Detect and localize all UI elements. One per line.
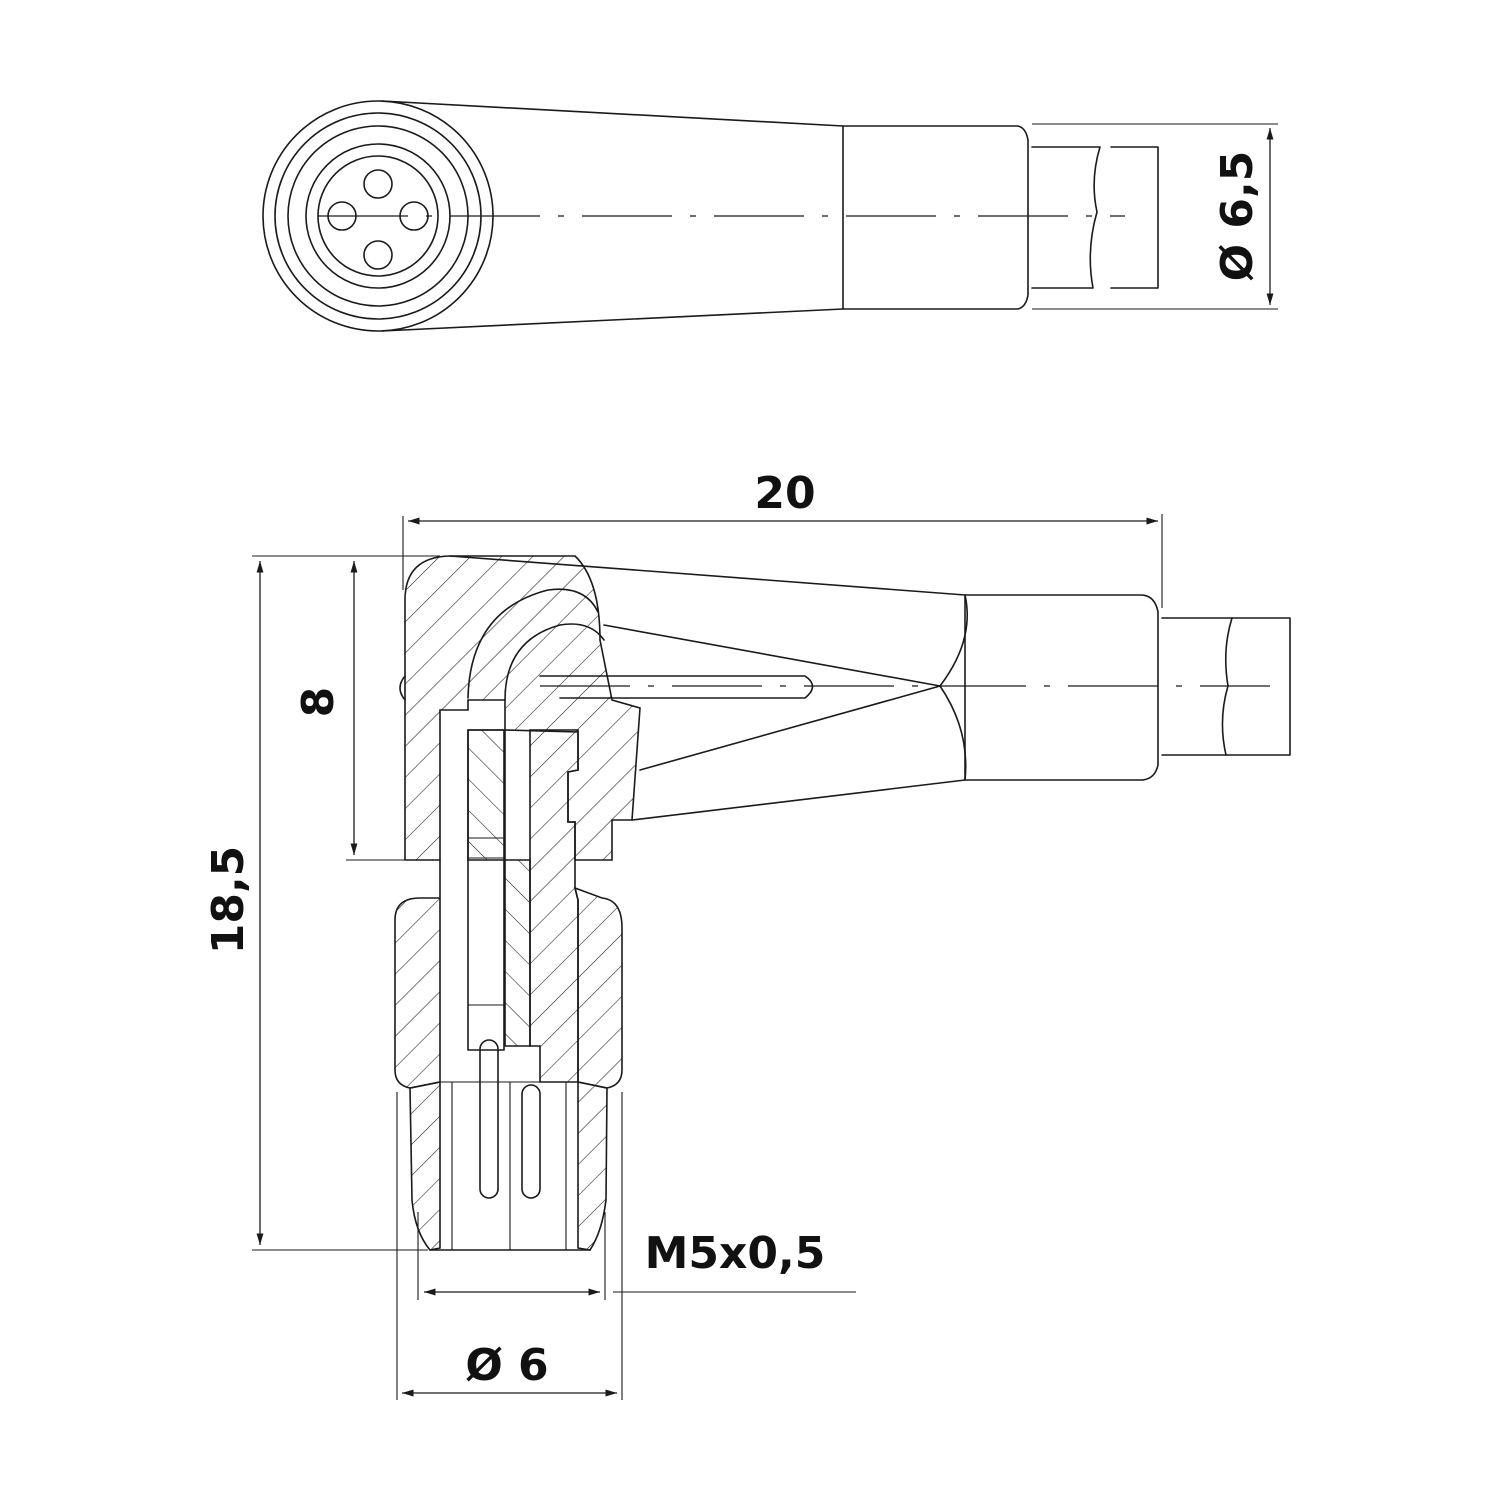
pin-hole-top	[363, 169, 393, 199]
housing-notch	[399, 675, 406, 701]
pin-hole-bottom	[363, 240, 393, 270]
top-view-cable-end	[1110, 146, 1159, 289]
label-thread: M5x0,5	[645, 1228, 826, 1279]
label-cable-diameter: Ø 6,5	[1212, 151, 1263, 282]
contact-carrier	[467, 729, 531, 1047]
thread-tip-right	[577, 1081, 608, 1251]
inner-funnel-top	[603, 624, 941, 687]
thread-tip-left	[409, 1081, 441, 1251]
label-overall-height: 18,5	[203, 846, 254, 955]
inner-funnel-bottom	[639, 685, 941, 771]
section-view: 20 18,5 8 M5x0,5 Ø 6	[203, 468, 1291, 1400]
top-view-body	[381, 100, 1029, 332]
coupling-sleeve-left	[394, 860, 441, 1089]
label-body-diameter: Ø 6	[465, 1340, 548, 1391]
coupling-sleeve-right	[573, 886, 623, 1089]
side-body-seam-curve	[939, 594, 968, 781]
contact-pin	[467, 729, 505, 1051]
wire-bend-inner	[504, 623, 605, 701]
top-view: Ø 6,5	[262, 100, 1278, 332]
side-body-outline	[449, 555, 1159, 821]
socket-contact-2	[521, 1084, 541, 1199]
housing-head-section	[404, 555, 641, 861]
label-overall-length: 20	[754, 468, 815, 519]
socket-contact-1	[479, 1039, 499, 1199]
label-head-height: 8	[293, 687, 344, 718]
top-view-cable	[1031, 146, 1101, 289]
wire-bend-outer	[467, 588, 599, 699]
